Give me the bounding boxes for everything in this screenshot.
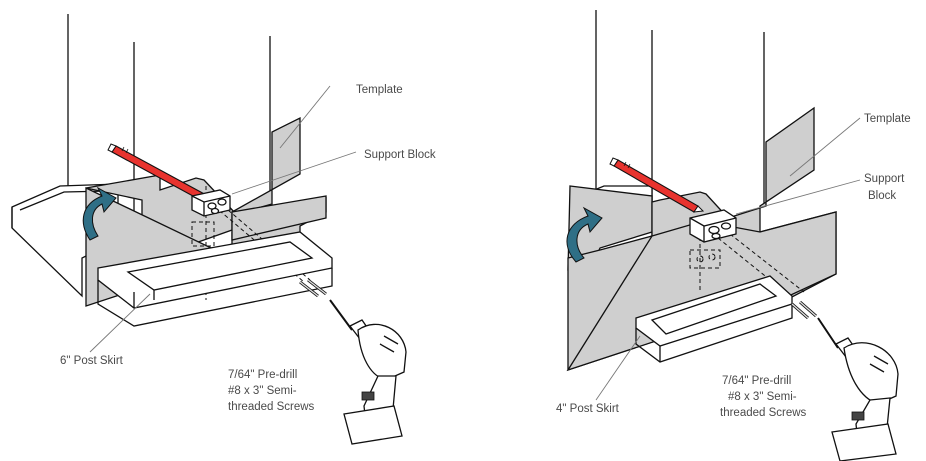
screw-icon	[299, 278, 327, 298]
post-skirt-label: 6" Post Skirt	[60, 355, 124, 367]
rotate-arrow-icon	[566, 206, 603, 263]
support-block-icon	[689, 209, 737, 243]
pencil-icon	[609, 157, 705, 213]
template-label: Template	[864, 113, 911, 125]
drill-label-line-2: #8 x 3" Semi-	[228, 385, 297, 397]
post-skirt-label: 4" Post Skirt	[556, 403, 620, 415]
support-block-icon	[191, 189, 231, 217]
post-skirt	[635, 275, 793, 363]
drill-icon	[817, 317, 899, 461]
leader-lines	[89, 85, 357, 353]
rotate-arrow-icon	[82, 186, 117, 241]
post-skirt	[97, 231, 333, 327]
drill-label-line-3: threaded Screws	[228, 401, 315, 413]
drill-label-line-1: 7/64" Pre-drill	[722, 375, 791, 387]
drill-icon	[329, 299, 407, 445]
left-panel: Template Support Block 6" Post Skirt 7/6…	[11, 14, 436, 445]
support-block-label-line-2: Block	[868, 190, 896, 202]
template-label: Template	[356, 84, 403, 96]
right-panel: Template Support Block 4" Post Skirt 7/6…	[556, 10, 911, 461]
support-block-label-line-1: Support	[864, 173, 905, 185]
drill-label-line-2: #8 x 3" Semi-	[728, 391, 797, 403]
screw-icon	[791, 300, 817, 320]
drill-label-line-3: threaded Screws	[720, 407, 807, 419]
support-block-label: Support Block	[364, 149, 436, 161]
leader-lines	[595, 117, 861, 401]
drill-label-line-1: 7/64" Pre-drill	[228, 369, 297, 381]
